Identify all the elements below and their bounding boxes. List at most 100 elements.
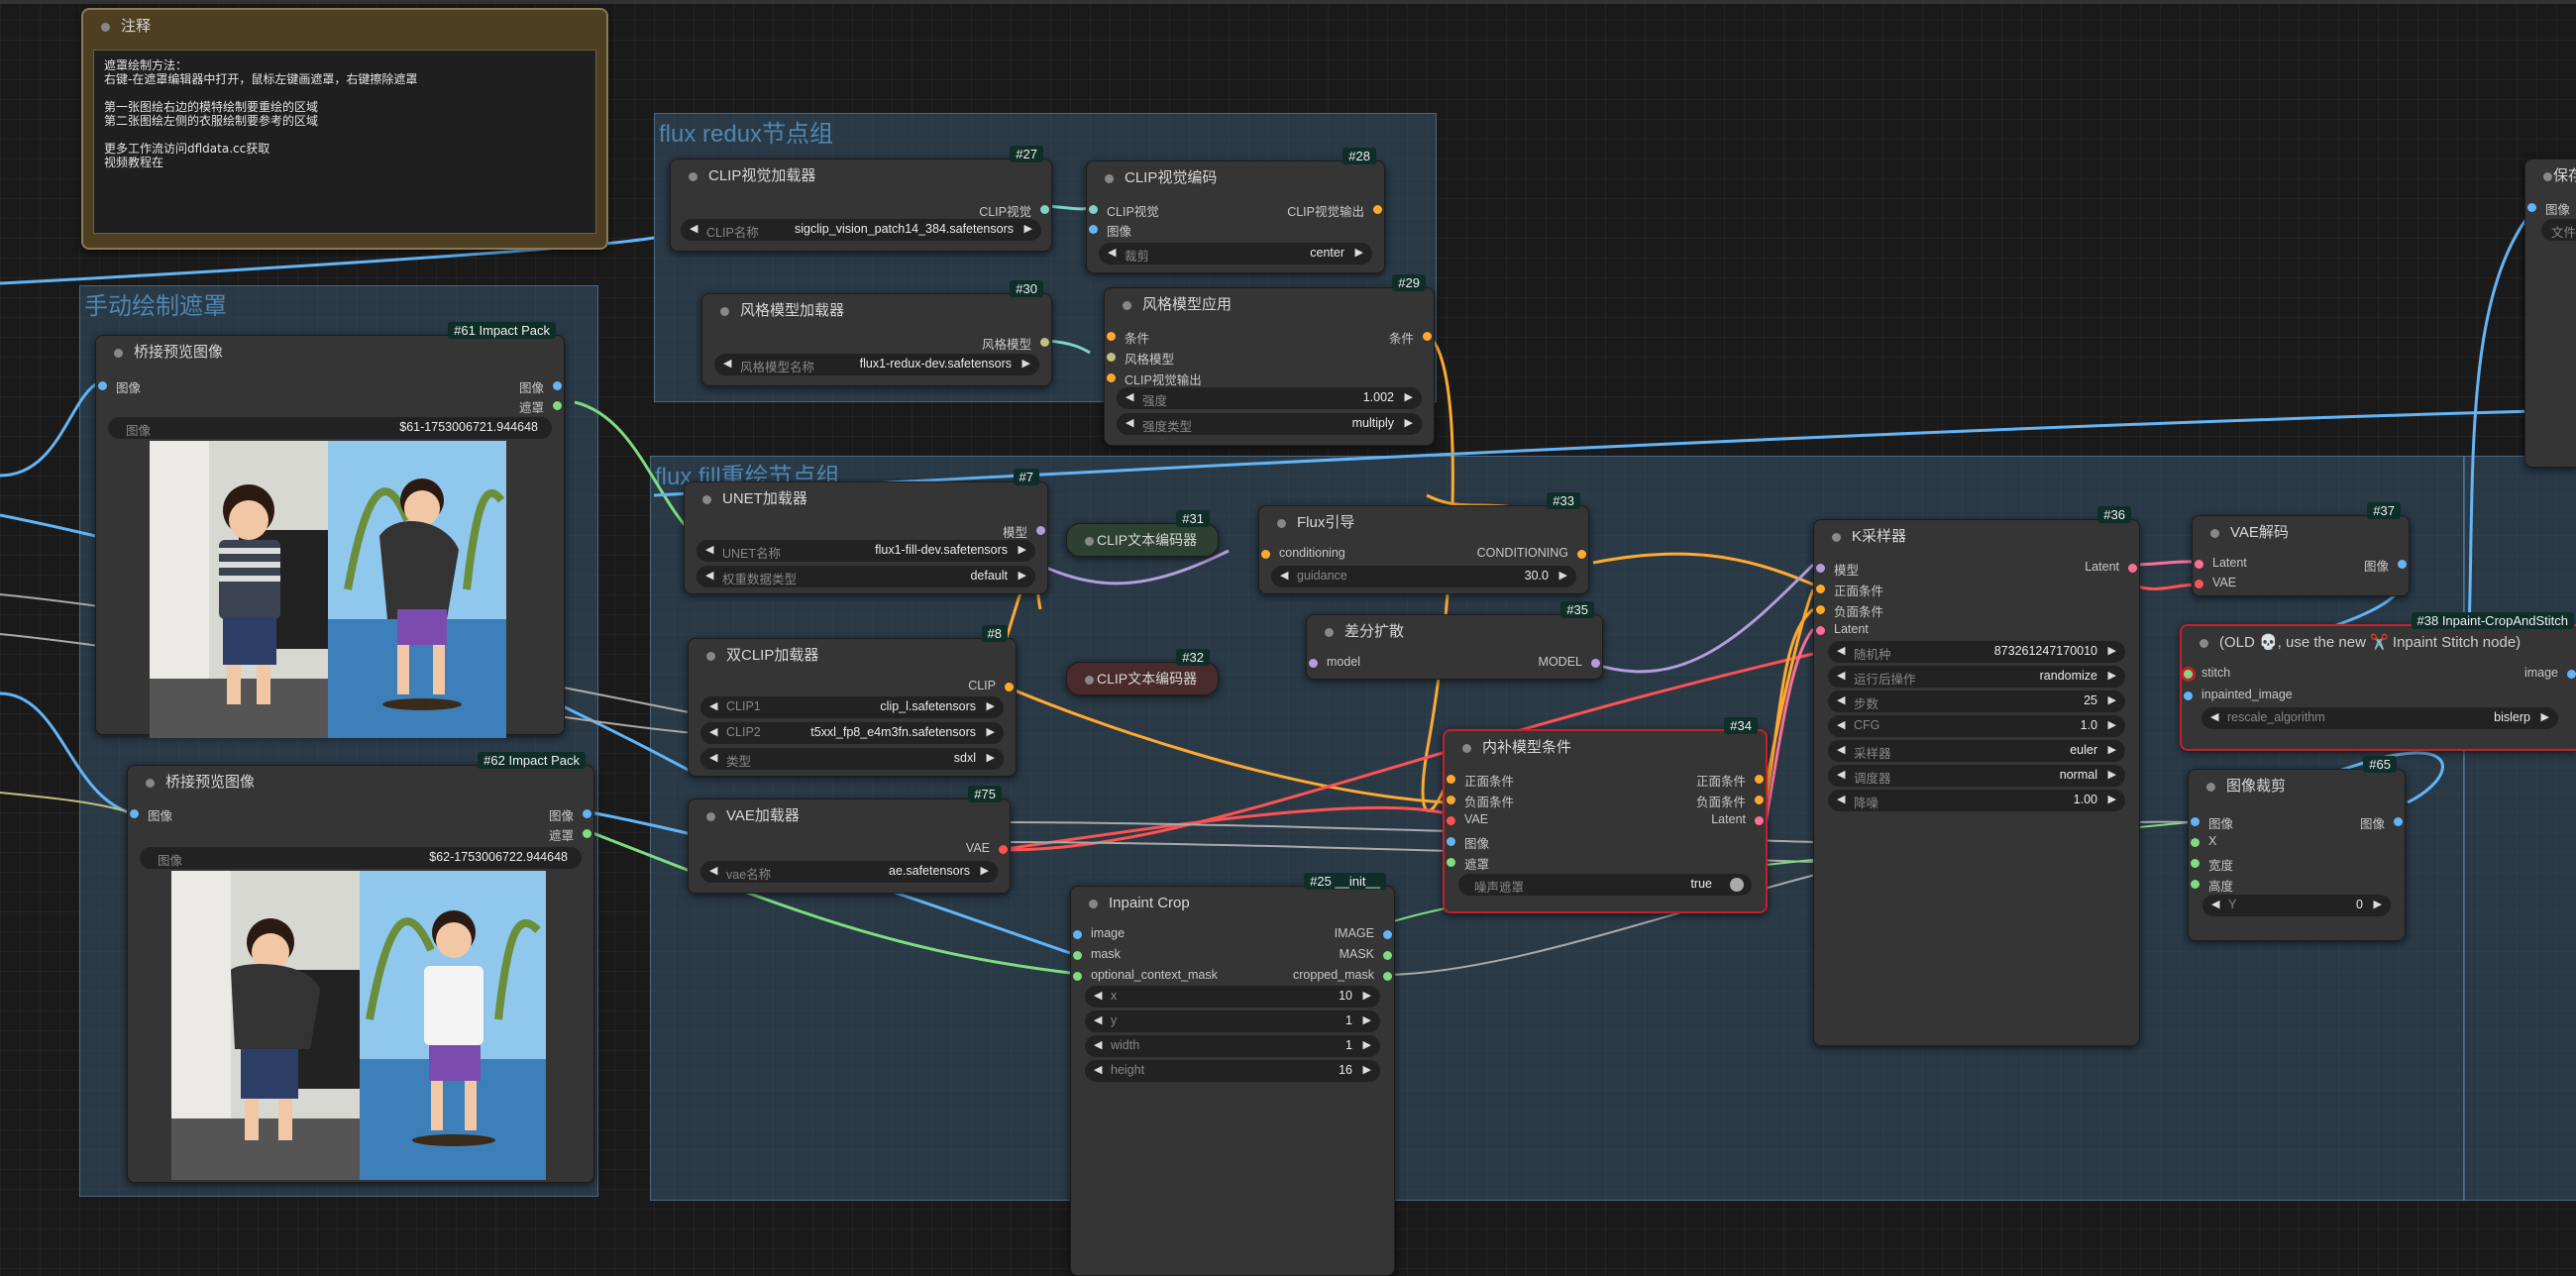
- arrow-left-icon[interactable]: ◀: [2210, 711, 2219, 723]
- input-model[interactable]: model: [1307, 655, 1360, 669]
- output-socket[interactable]: [583, 829, 591, 838]
- output-negative[interactable]: 负面条件: [1696, 792, 1766, 810]
- output-socket[interactable]: [1040, 338, 1049, 347]
- input-clip-vision-output[interactable]: CLIP视觉输出: [1105, 370, 1202, 388]
- preview-image[interactable]: [171, 871, 546, 1180]
- input-height[interactable]: 高度: [2189, 876, 2233, 895]
- output-socket[interactable]: [553, 381, 562, 390]
- input-mask[interactable]: mask: [1071, 947, 1121, 961]
- input-socket[interactable]: [1816, 626, 1825, 635]
- flux-guidance-node[interactable]: #33 Flux引导 conditioning CONDITIONING ◀gu…: [1258, 492, 1589, 594]
- input-mask[interactable]: 遮罩: [1445, 854, 1489, 873]
- output-positive[interactable]: 正面条件: [1696, 771, 1766, 790]
- input-image[interactable]: 图像: [2525, 199, 2570, 218]
- output-image[interactable]: 图像: [2360, 813, 2405, 832]
- arrow-right-icon[interactable]: ▶: [1362, 990, 1371, 1002]
- input-socket[interactable]: [1261, 550, 1270, 559]
- input-model[interactable]: 模型: [1814, 560, 1859, 579]
- input-latent[interactable]: Latent: [2193, 556, 2247, 570]
- preview-bridge-node-61[interactable]: #61 Impact Pack 桥接预览图像 图像 图像 遮罩 图像$61-17…: [95, 322, 565, 738]
- arrow-left-icon[interactable]: ◀: [690, 223, 698, 235]
- input-vae[interactable]: VAE: [2193, 576, 2236, 589]
- arrow-right-icon[interactable]: ▶: [2107, 645, 2116, 657]
- output-socket[interactable]: [1423, 332, 1432, 341]
- output-model[interactable]: 模型: [1003, 522, 1047, 541]
- input-conditioning[interactable]: 条件: [1105, 328, 1149, 347]
- output-socket[interactable]: [1755, 796, 1764, 804]
- filename-widget[interactable]: 文件: [2541, 219, 2576, 241]
- arrow-left-icon[interactable]: ◀: [1837, 694, 1846, 706]
- output-mask[interactable]: MASK: [1340, 947, 1394, 961]
- arrow-right-icon[interactable]: ▶: [986, 726, 995, 738]
- output-socket[interactable]: [1005, 683, 1014, 691]
- arrow-right-icon[interactable]: ▶: [2107, 794, 2116, 805]
- input-socket[interactable]: [2195, 560, 2203, 569]
- arrow-right-icon[interactable]: ▶: [2107, 670, 2116, 682]
- output-socket[interactable]: [2394, 817, 2403, 826]
- arrow-right-icon[interactable]: ▶: [2107, 744, 2116, 756]
- input-negative[interactable]: 负面条件: [1445, 792, 1514, 810]
- input-socket[interactable]: [1089, 225, 1098, 234]
- arrow-right-icon[interactable]: ▶: [2373, 899, 2382, 910]
- arrow-right-icon[interactable]: ▶: [2107, 694, 2116, 706]
- arrow-left-icon[interactable]: ◀: [709, 752, 718, 764]
- arrow-left-icon[interactable]: ◀: [723, 358, 732, 370]
- arrow-right-icon[interactable]: ▶: [1021, 358, 1030, 370]
- input-image[interactable]: 图像: [1445, 833, 1489, 852]
- input-socket[interactable]: [1816, 605, 1825, 614]
- input-x[interactable]: X: [2189, 834, 2216, 848]
- arrow-left-icon[interactable]: ◀: [1108, 247, 1117, 259]
- input-socket[interactable]: [1107, 353, 1116, 362]
- output-socket[interactable]: [1755, 816, 1764, 825]
- input-socket[interactable]: [1107, 373, 1116, 382]
- arrow-left-icon[interactable]: ◀: [2211, 899, 2220, 910]
- output-clip[interactable]: CLIP: [968, 679, 1016, 692]
- input-socket[interactable]: [2191, 880, 2200, 889]
- arrow-right-icon[interactable]: ▶: [2107, 769, 2116, 781]
- input-socket[interactable]: [130, 809, 139, 818]
- arrow-right-icon[interactable]: ▶: [1018, 544, 1026, 556]
- input-socket[interactable]: [1073, 930, 1082, 939]
- output-socket[interactable]: [1373, 205, 1382, 214]
- input-image[interactable]: 图像: [128, 805, 172, 824]
- inpaint-stitch-node[interactable]: #38 Inpaint-CropAndStitch (OLD 💀, use th…: [2180, 612, 2576, 751]
- arrow-right-icon[interactable]: ▶: [1362, 1014, 1371, 1026]
- output-image[interactable]: IMAGE: [1335, 926, 1394, 940]
- input-positive[interactable]: 正面条件: [1445, 771, 1514, 790]
- input-socket[interactable]: [2191, 817, 2200, 826]
- arrow-right-icon[interactable]: ▶: [1354, 247, 1363, 259]
- note-node[interactable]: 注释 遮罩绘制方法： 右键-在遮罩编辑器中打开，鼠标左键画遮罩，右键擦除遮罩 第…: [81, 8, 608, 250]
- output-socket[interactable]: [1591, 659, 1600, 668]
- input-socket[interactable]: [1447, 816, 1455, 825]
- arrow-left-icon[interactable]: ◀: [1837, 744, 1846, 756]
- clip-text-encode-node-31[interactable]: #31 CLIP文本编码器: [1066, 510, 1219, 557]
- output-vae[interactable]: VAE: [966, 841, 1010, 855]
- output-latent[interactable]: Latent: [1711, 812, 1766, 826]
- input-socket[interactable]: [98, 381, 107, 390]
- input-clip-vision[interactable]: CLIP视觉: [1087, 201, 1159, 220]
- image-widget[interactable]: 图像$61-1753006721.944648: [108, 417, 552, 439]
- output-mask[interactable]: 遮罩: [519, 397, 564, 416]
- output-socket[interactable]: [2567, 670, 2576, 679]
- input-socket[interactable]: [2191, 859, 2200, 868]
- arrow-left-icon[interactable]: ◀: [1094, 1064, 1103, 1076]
- arrow-right-icon[interactable]: ▶: [1023, 223, 1032, 235]
